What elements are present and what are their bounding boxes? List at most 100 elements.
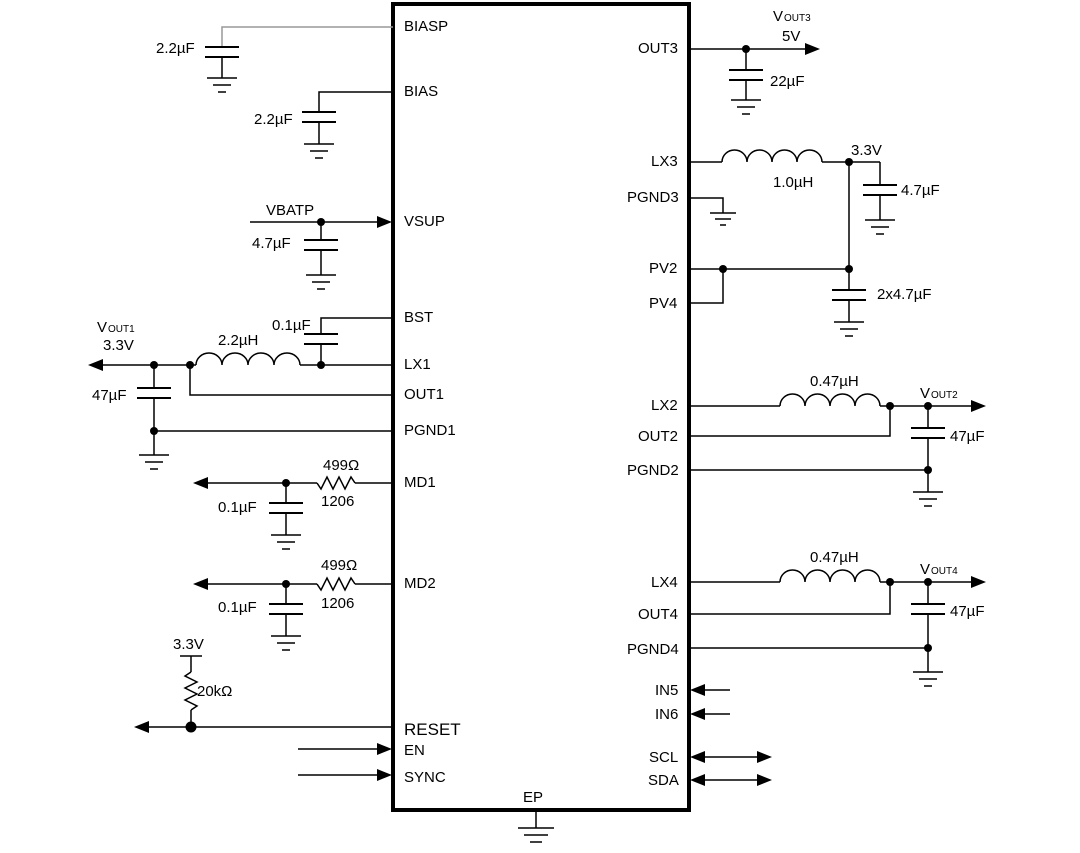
md2-res-package: 1206 — [321, 595, 354, 612]
ep-net — [518, 810, 554, 843]
vout1-v: V — [97, 319, 107, 336]
out4-capacitor — [911, 603, 945, 615]
pin-pgnd2: PGND2 — [627, 462, 679, 479]
pin-pgnd1: PGND1 — [404, 422, 456, 439]
vsup-cap-value: 4.7µF — [252, 235, 291, 252]
buck2-net: 0.47µH 47µF V OUT2 — [689, 373, 986, 507]
resistor-md1 — [316, 475, 356, 491]
ground-symbol — [271, 534, 301, 550]
pin-lx4: LX4 — [651, 574, 678, 591]
l2-value: 0.47µH — [810, 373, 859, 390]
out3-cap-value: 22µF — [770, 73, 805, 90]
bst-cap-value: 0.1µF — [272, 317, 311, 334]
inductor-l2 — [779, 393, 881, 407]
pullup-supply-label: 3.3V — [173, 636, 204, 653]
vsup-net: VBATP 4.7µF — [250, 202, 392, 290]
pv-cap-value: 2x4.7µF — [877, 286, 932, 303]
out1-capacitor — [137, 387, 171, 399]
vout1-value: 3.3V — [103, 337, 134, 354]
pin-out4: OUT4 — [638, 606, 678, 623]
ground-symbol — [518, 827, 554, 843]
pin-md1: MD1 — [404, 474, 436, 491]
ground-symbol — [207, 77, 237, 93]
pin-lx3: LX3 — [651, 153, 678, 170]
pin-pv2: PV2 — [649, 260, 677, 277]
ground-symbol — [834, 321, 864, 337]
inductor-l4 — [779, 569, 881, 583]
biasp-net: 2.2µF — [156, 26, 393, 93]
pin-en: EN — [404, 742, 425, 759]
l3-value: 1.0µH — [773, 174, 813, 191]
l4-value: 0.47µH — [810, 549, 859, 566]
ground-symbol — [304, 143, 334, 159]
out1-cap-value: 47µF — [92, 387, 127, 404]
bias-net: 2.2µF — [254, 91, 393, 159]
out3-net: 22µF V OUT3 5V — [689, 8, 820, 115]
buck4-net: 0.47µH 47µF V OUT4 — [689, 549, 986, 687]
ground-symbol — [271, 635, 301, 651]
pin-pgnd3: PGND3 — [627, 189, 679, 206]
out3-capacitor — [729, 69, 763, 81]
inductor-l1 — [195, 352, 301, 366]
ground-symbol — [913, 491, 943, 507]
ground-symbol — [731, 99, 761, 115]
buck1-net: 0.1µF 2.2µH 47µF V OUT1 3.3V — [88, 317, 393, 470]
out4-cap-value: 47µF — [950, 603, 985, 620]
inductor-l3 — [721, 149, 823, 163]
md1-net: 499Ω 1206 0.1µF — [193, 457, 393, 550]
pin-bias: BIAS — [404, 83, 438, 100]
pin-lx1: LX1 — [404, 356, 431, 373]
pin-lx2: LX2 — [651, 397, 678, 414]
md2-cap-value: 0.1µF — [218, 599, 257, 616]
sda-bidirectional — [690, 774, 772, 786]
reset-net: 3.3V 20kΩ — [134, 636, 393, 733]
pin-out3: OUT3 — [638, 40, 678, 57]
resistor-md2 — [316, 576, 356, 592]
lx3-capacitor — [863, 184, 897, 196]
pin-sda: SDA — [648, 772, 679, 789]
pin-pgnd4: PGND4 — [627, 641, 679, 658]
vout3-v: V — [773, 8, 783, 25]
bias-capacitor — [302, 111, 336, 123]
md1-res-value: 499Ω — [323, 457, 359, 474]
vout2-sub: OUT2 — [931, 390, 958, 401]
bias-cap-value: 2.2µF — [254, 111, 293, 128]
en-input — [298, 743, 392, 755]
pin-in6: IN6 — [655, 706, 678, 723]
vout3-value: 5V — [782, 28, 800, 45]
lx3-net: 1.0µH 3.3V 4.7µF 2x4.7µF — [689, 142, 940, 337]
pin-biasp: BIASP — [404, 18, 448, 35]
pin-pv4: PV4 — [649, 295, 677, 312]
vsup-capacitor — [304, 239, 338, 251]
md1-res-package: 1206 — [321, 493, 354, 510]
ground-symbol — [306, 274, 336, 290]
sync-input — [298, 769, 392, 781]
biasp-cap-value: 2.2µF — [156, 40, 195, 57]
reset-pullup-value: 20kΩ — [197, 683, 232, 700]
in6-input — [690, 708, 730, 720]
biasp-capacitor — [205, 46, 239, 58]
vout4-v: V — [920, 561, 930, 578]
out2-cap-value: 47µF — [950, 428, 985, 445]
pin-sync: SYNC — [404, 769, 446, 786]
vout2-v: V — [920, 385, 930, 402]
pin-scl: SCL — [649, 749, 678, 766]
resistor-reset-pullup — [183, 671, 199, 711]
md2-capacitor — [269, 603, 303, 615]
vout3-sub: OUT3 — [784, 13, 811, 24]
l1-value: 2.2µH — [218, 332, 258, 349]
pin-ep: EP — [523, 789, 543, 806]
md2-net: 499Ω 1206 0.1µF — [193, 557, 393, 651]
ground-symbol — [710, 212, 736, 226]
pin-out2: OUT2 — [638, 428, 678, 445]
vout1-sub: OUT1 — [108, 324, 135, 335]
pgnd3-net — [689, 197, 736, 226]
pin-reset: RESET — [404, 720, 461, 739]
md1-cap-value: 0.1µF — [218, 499, 257, 516]
vout4-sub: OUT4 — [931, 566, 958, 577]
pin-in5: IN5 — [655, 682, 678, 699]
ground-symbol — [139, 454, 169, 470]
md1-capacitor — [269, 502, 303, 514]
pv-capacitor — [832, 289, 866, 301]
